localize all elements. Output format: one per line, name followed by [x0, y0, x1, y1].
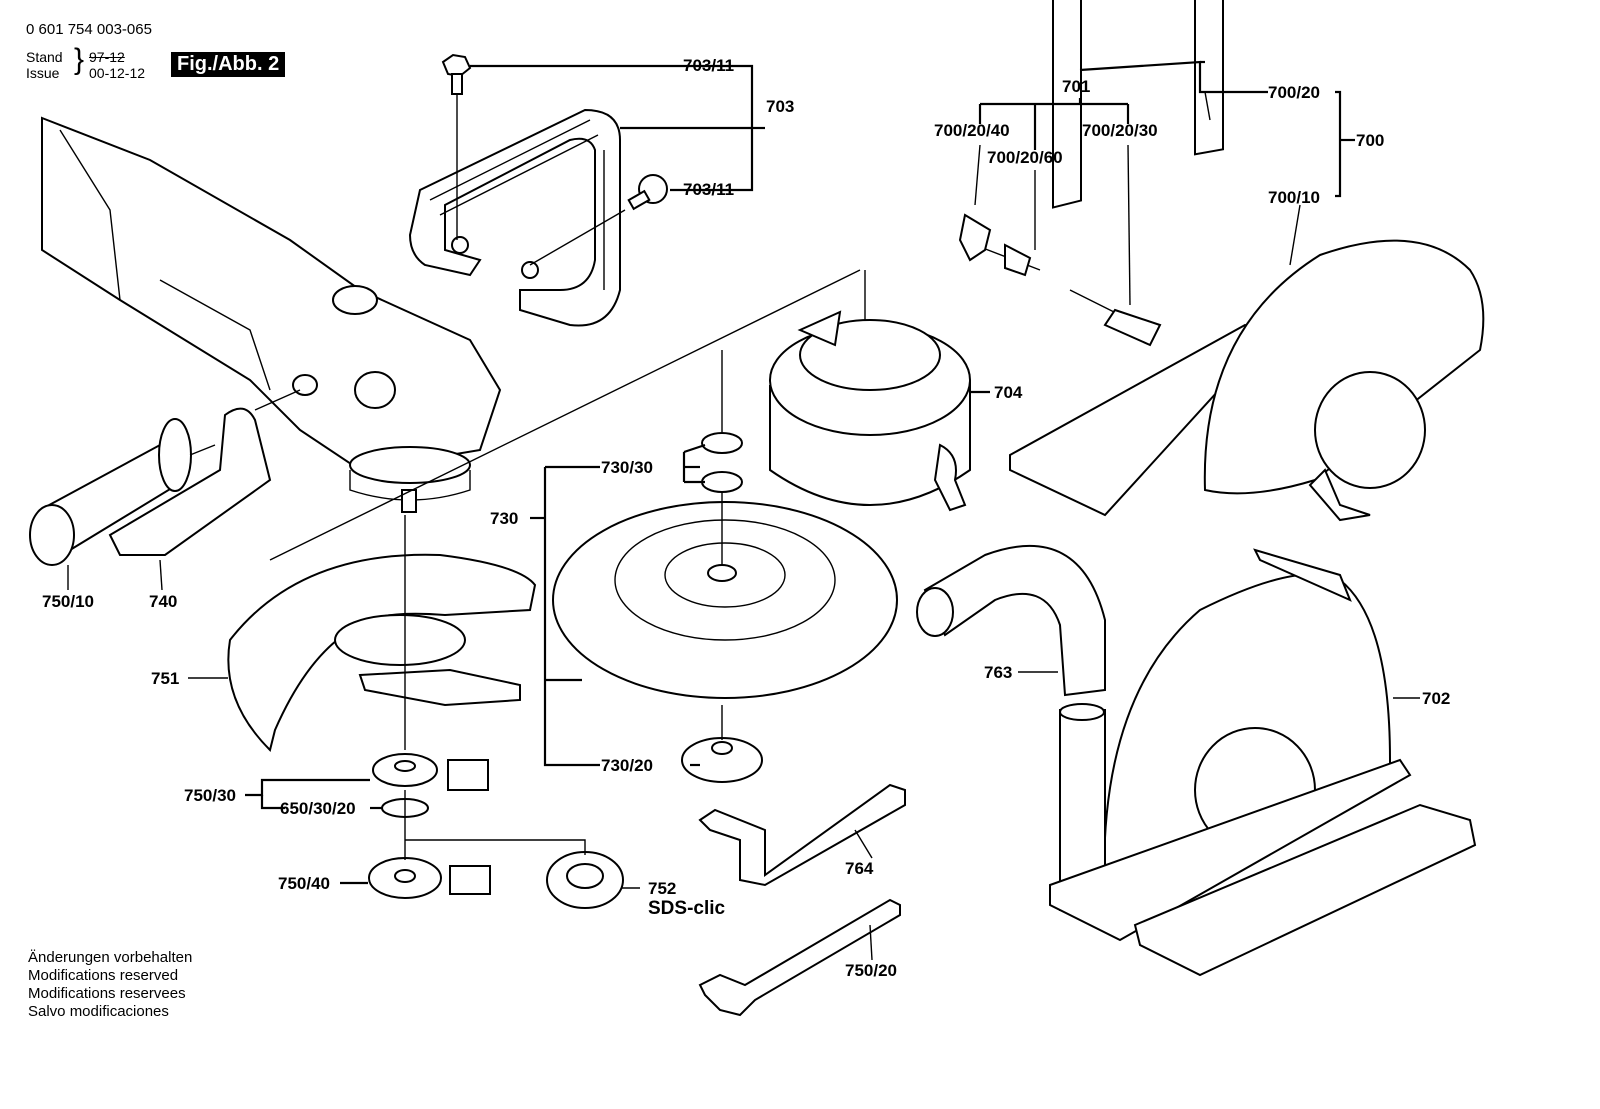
label-700-20-30: 700/20/30 — [1082, 121, 1158, 140]
footer-note-es: Salvo modificaciones — [28, 1003, 169, 1020]
label-750-30: 750/30 — [184, 786, 236, 805]
label-703-11-bottom: 703/11 — [683, 180, 735, 199]
spanner-764 — [698, 783, 906, 887]
stand-value: 97-12 — [89, 49, 125, 65]
footer-note-de: Änderungen vorbehalten — [28, 949, 193, 966]
label-704: 704 — [994, 383, 1023, 402]
label-764: 764 — [845, 859, 874, 878]
issue-value: 00-12-12 — [89, 65, 146, 81]
label-730-30: 730/30 — [601, 458, 653, 477]
figure-label: Fig./Abb. 2 — [171, 52, 286, 77]
label-730-20: 730/20 — [601, 756, 653, 775]
clamp-nut-752 — [546, 851, 624, 909]
footer-note-fr: Modifications reservees — [28, 985, 186, 1002]
hose-763 — [916, 545, 1106, 697]
footer-notes: Änderungen vorbehalten Modifications res… — [28, 949, 192, 1021]
label-750-10: 750/10 — [42, 592, 94, 611]
issue-label: Issue — [26, 65, 60, 81]
cutting-guard-702 — [1049, 548, 1477, 977]
label-740: 740 — [149, 592, 178, 611]
label-702: 702 — [1422, 689, 1451, 708]
label-763: 763 — [984, 663, 1013, 682]
label-700-20: 700/20 — [1268, 83, 1320, 102]
sds-clic-brand: SDS-clic — [648, 898, 726, 919]
label-750-20: 750/20 — [845, 961, 897, 980]
cutting-guard-700 — [1203, 239, 1485, 522]
disc-divider-line — [269, 269, 861, 561]
label-703-11-top: 703/11 — [683, 56, 735, 75]
label-700-10: 700/10 — [1268, 188, 1320, 207]
adapter-704 — [769, 310, 971, 512]
label-700-20-40: 700/20/40 — [934, 121, 1010, 140]
label-751: 751 — [151, 669, 180, 688]
label-701: 701 — [1062, 77, 1091, 96]
wheel-guard-751 — [227, 553, 537, 752]
flange-750-30 — [372, 753, 489, 818]
brace-glyph: } — [74, 43, 85, 76]
label-750-40: 750/40 — [278, 874, 330, 893]
screw-703-11-top — [441, 53, 472, 240]
bracket-703 — [408, 108, 621, 327]
label-703: 703 — [766, 97, 795, 116]
leader-lines — [67, 60, 1420, 961]
angle-grinder-body — [41, 116, 502, 513]
spanner-750-20 — [698, 898, 901, 1017]
label-700: 700 — [1356, 131, 1385, 150]
screw-703-11-bottom — [529, 174, 668, 266]
label-730: 730 — [490, 509, 519, 528]
stand-label: Stand — [26, 49, 63, 65]
flange-750-40 — [368, 857, 491, 899]
label-700-20-60: 700/20/60 — [987, 148, 1063, 167]
label-752: 752 — [648, 879, 677, 898]
label-650-30-20: 650/30/20 — [280, 799, 356, 818]
footer-note-en: Modifications reserved — [28, 967, 179, 984]
side-handle-740 — [29, 389, 301, 566]
document-part-number: 0 601 754 003-065 — [26, 21, 152, 38]
